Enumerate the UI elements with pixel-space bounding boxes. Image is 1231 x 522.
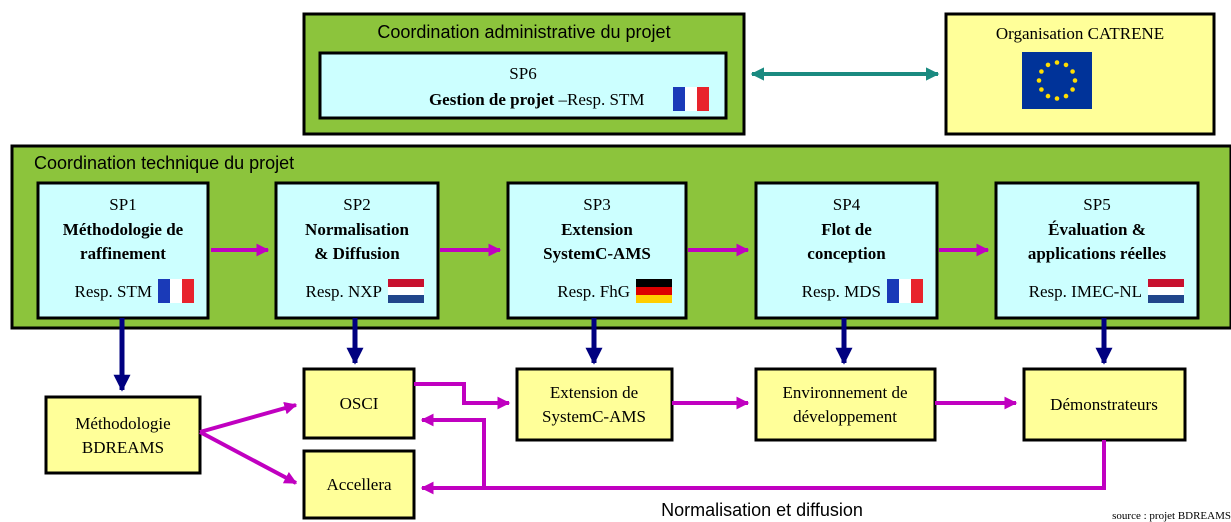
admin-coordination-group: Coordination administrative du projet SP… [302, 12, 746, 136]
sp3-name-line1: Extension [561, 220, 633, 239]
sp2-code: SP2 [343, 195, 370, 214]
sp6-code: SP6 [509, 64, 536, 83]
methodologie-accellera-arrow [199, 430, 298, 485]
sp6-box [318, 51, 728, 120]
netherlands-flag-icon [388, 279, 424, 303]
france-flag-icon [673, 87, 709, 111]
sp2-name-line1: Normalisation [305, 220, 409, 239]
admin-coordination-title: Coordination administrative du projet [377, 22, 670, 42]
technical-coordination-group: Coordination technique du projet SP1Méth… [10, 144, 1231, 330]
sp6-resp: Resp. STM [567, 90, 644, 109]
sp3-name-line2: SystemC-AMS [543, 244, 651, 263]
sp4-code: SP4 [833, 195, 861, 214]
sp2-name-line2: & Diffusion [314, 244, 400, 263]
sp5-name-line1: Évaluation & [1048, 220, 1146, 239]
sp3-code: SP3 [583, 195, 610, 214]
methodologie-bdreams-box: Méthodologie BDREAMS [44, 395, 202, 475]
sp6-name: Gestion de projet [429, 90, 555, 109]
sp1-code: SP1 [109, 195, 136, 214]
output-boxes: Méthodologie BDREAMS OSCI Accellera Exte… [44, 367, 1187, 520]
sp6-separator: – [554, 90, 567, 109]
osci-box: OSCI [302, 367, 416, 440]
sp4-name-line1: Flot de [821, 220, 872, 239]
catrene-group: Organisation CATRENE [944, 12, 1216, 136]
germany-flag-icon [636, 279, 672, 303]
methodologie-line1: Méthodologie [75, 414, 170, 433]
france-flag-icon [158, 279, 194, 303]
output-flow-arrows [199, 382, 1106, 495]
methodologie-osci-arrow [199, 401, 298, 434]
sp1-name-line1: Méthodologie de [63, 220, 184, 239]
france-flag-icon [887, 279, 923, 303]
osci-extension-arrow [414, 382, 511, 410]
sp1-resp: Resp. STM [75, 282, 152, 301]
eu-flag-icon [1022, 52, 1092, 109]
netherlands-flag-icon [1148, 279, 1184, 303]
sp2-resp: Resp. NXP [305, 282, 382, 301]
feedback-osci-arrow [420, 413, 486, 488]
demonstrateurs-box: Démonstrateurs [1022, 367, 1187, 442]
sp5-name-line2: applications réelles [1028, 244, 1167, 263]
sp6-line: Gestion de projet – [429, 90, 568, 109]
environnement-box: Environnement de développement [754, 367, 937, 442]
extension-line2: SystemC-AMS [542, 407, 646, 426]
demonstrateurs-label: Démonstrateurs [1050, 395, 1158, 414]
demonstrateurs-accellera-arrow [420, 440, 1106, 495]
methodologie-line2: BDREAMS [82, 438, 164, 457]
accellera-label: Accellera [326, 475, 392, 494]
sp3-resp: Resp. FhG [557, 282, 630, 301]
source-label: source : projet BDREAMS [1112, 510, 1231, 522]
catrene-title: Organisation CATRENE [996, 24, 1164, 43]
environnement-line2: développement [793, 407, 897, 426]
sp5-resp: Resp. IMEC-NL [1029, 282, 1142, 301]
environnement-line1: Environnement de [782, 383, 907, 402]
extension-line1: Extension de [550, 383, 638, 402]
deliverable-arrows [113, 318, 1113, 392]
normalisation-diffusion-label: Normalisation et diffusion [661, 500, 863, 520]
technical-coordination-title: Coordination technique du projet [34, 153, 294, 173]
sp4-name-line2: conception [807, 244, 886, 263]
sp4-resp: Resp. MDS [802, 282, 881, 301]
sp1-name-line2: raffinement [80, 244, 166, 263]
osci-label: OSCI [340, 394, 379, 413]
accellera-box: Accellera [302, 449, 416, 520]
sp5-code: SP5 [1083, 195, 1110, 214]
extension-systemc-ams-box: Extension de SystemC-AMS [515, 367, 674, 442]
